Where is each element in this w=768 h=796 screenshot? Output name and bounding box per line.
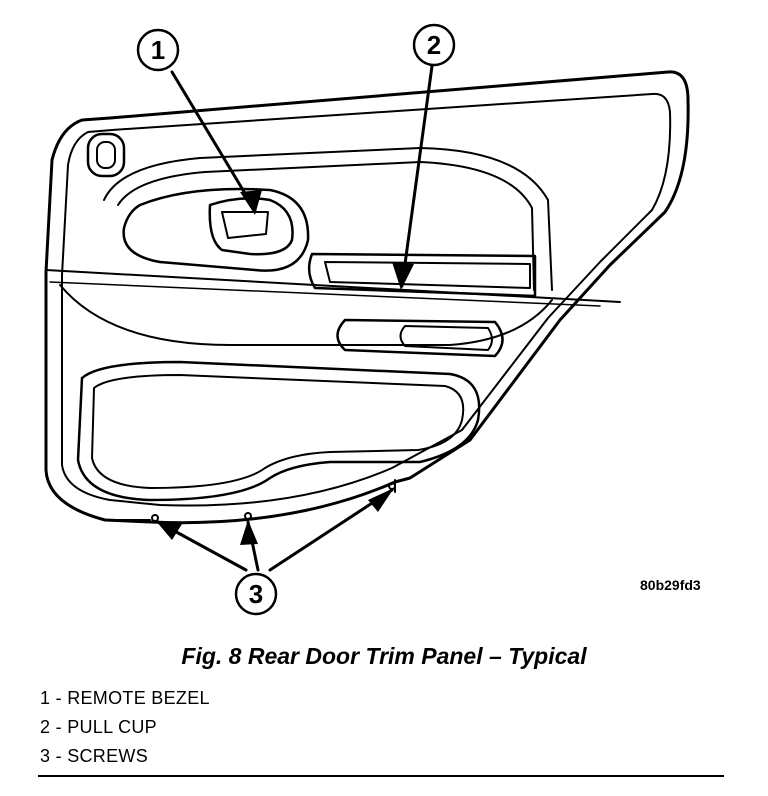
leader-line-1 xyxy=(170,70,257,212)
remote-handle xyxy=(221,211,269,239)
belt-line-lower xyxy=(49,281,601,307)
arrowhead-2 xyxy=(392,262,414,290)
map-pocket-inner xyxy=(91,374,465,489)
door-panel-outline xyxy=(44,70,690,525)
callout-number-1: 1 xyxy=(151,35,165,65)
lock-knob-inner xyxy=(96,141,116,169)
upper-trim-contour xyxy=(103,147,553,291)
callout-number-2: 2 xyxy=(427,30,441,60)
door-panel-inner-border xyxy=(61,92,672,507)
map-pocket xyxy=(76,360,481,502)
leader-line-2 xyxy=(400,64,434,288)
switch-bezel-inner xyxy=(399,325,493,351)
pull-cup xyxy=(307,252,537,298)
remote-bezel-recess xyxy=(122,187,310,272)
figure-caption: Fig. 8 Rear Door Trim Panel – Typical xyxy=(181,643,587,669)
figure-code: 80b29fd3 xyxy=(640,577,701,593)
door-trim-panel-diagram: 1 2 3 xyxy=(44,23,690,616)
callout-circle-1 xyxy=(136,28,180,72)
legend-list: 1 - REMOTE BEZEL 2 - PULL CUP 3 - SCREWS xyxy=(40,686,210,773)
bottom-rule xyxy=(38,775,724,777)
callout-number-3: 3 xyxy=(249,579,263,609)
arrowhead-3b xyxy=(240,520,258,545)
legend-item: 2 - PULL CUP xyxy=(40,717,157,737)
callout-circle-3 xyxy=(234,572,278,616)
arrowhead-3a xyxy=(156,521,182,540)
legend-item: 3 - SCREWS xyxy=(40,746,149,766)
switch-bezel xyxy=(336,318,504,358)
arrowhead-1 xyxy=(240,190,262,215)
pull-cup-inner xyxy=(324,261,531,289)
callout-circle-2 xyxy=(412,23,456,67)
legend-item: 1 - REMOTE BEZEL xyxy=(40,688,210,708)
screw-left xyxy=(151,514,159,522)
screw-right xyxy=(388,482,396,490)
upper-trim-contour-inner xyxy=(117,161,535,291)
mid-trim-contour xyxy=(59,284,553,346)
lock-knob xyxy=(86,132,126,178)
arrowhead-3c xyxy=(368,488,394,512)
screw-middle xyxy=(244,512,252,520)
